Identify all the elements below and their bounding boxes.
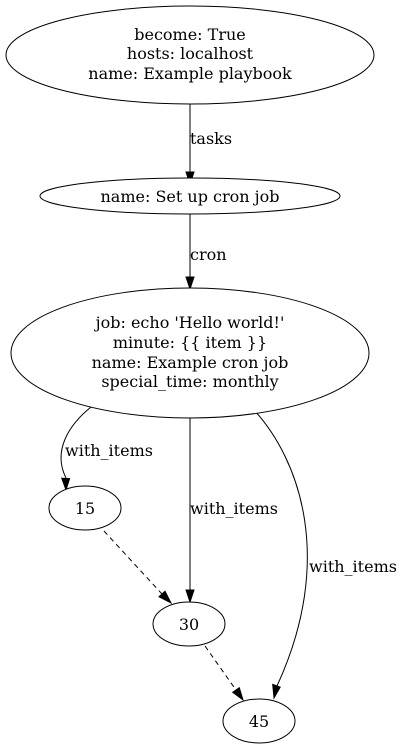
node-cron-line-4: special_time: monthly	[101, 372, 278, 391]
arrowhead	[185, 276, 195, 291]
node-item-30: 30	[152, 601, 226, 647]
arrowhead	[185, 589, 195, 604]
node-cron-line-3: name: Example cron job	[92, 353, 289, 372]
edge-15-to-30	[103, 530, 173, 605]
node-cron-line-2: minute: {{ item }}	[113, 333, 267, 352]
node-item-15-shape	[48, 485, 122, 531]
arrowhead	[231, 686, 244, 702]
node-playbook-shape	[5, 5, 375, 105]
node-item-45-shape	[222, 698, 296, 744]
edge-label-with-items-30: with_items	[190, 499, 278, 518]
arrowhead	[272, 683, 281, 700]
edge-30-to-45	[204, 645, 244, 702]
edge-label-cron: cron	[190, 245, 227, 264]
node-task-line-1: name: Set up cron job	[100, 187, 279, 206]
edge-label-with-items-45: with_items	[309, 557, 397, 576]
node-playbook: become: True hosts: localhost name: Exam…	[5, 5, 375, 105]
node-item-30-shape	[152, 601, 226, 647]
node-item-45-label: 45	[249, 712, 269, 731]
node-playbook-line-3: name: Example playbook	[88, 64, 292, 83]
node-item-15-label: 15	[75, 499, 95, 518]
node-playbook-line-1: become: True	[134, 25, 246, 44]
edge-with-items-45: with_items	[253, 409, 397, 700]
node-cron-line-1: job: echo 'Hello world!'	[94, 313, 285, 332]
node-item-45: 45	[222, 698, 296, 744]
arrowhead	[158, 590, 173, 605]
edge-tasks: tasks	[185, 104, 232, 186]
arrowhead	[60, 477, 71, 492]
edge-with-items-30: with_items	[185, 418, 278, 604]
edge-label-with-items-15: with_items	[65, 441, 153, 460]
node-item-30-label: 30	[179, 615, 199, 634]
node-cron: job: echo 'Hello world!' minute: {{ item…	[10, 287, 370, 419]
node-task-shape	[39, 177, 341, 215]
node-item-15: 15	[48, 485, 122, 531]
node-playbook-line-2: hosts: localhost	[127, 44, 254, 63]
node-task: name: Set up cron job	[39, 177, 341, 215]
edge-cron: cron	[185, 214, 227, 291]
edge-label-tasks: tasks	[190, 129, 232, 148]
edge-with-items-15: with_items	[60, 406, 153, 492]
node-cron-shape	[10, 287, 370, 419]
